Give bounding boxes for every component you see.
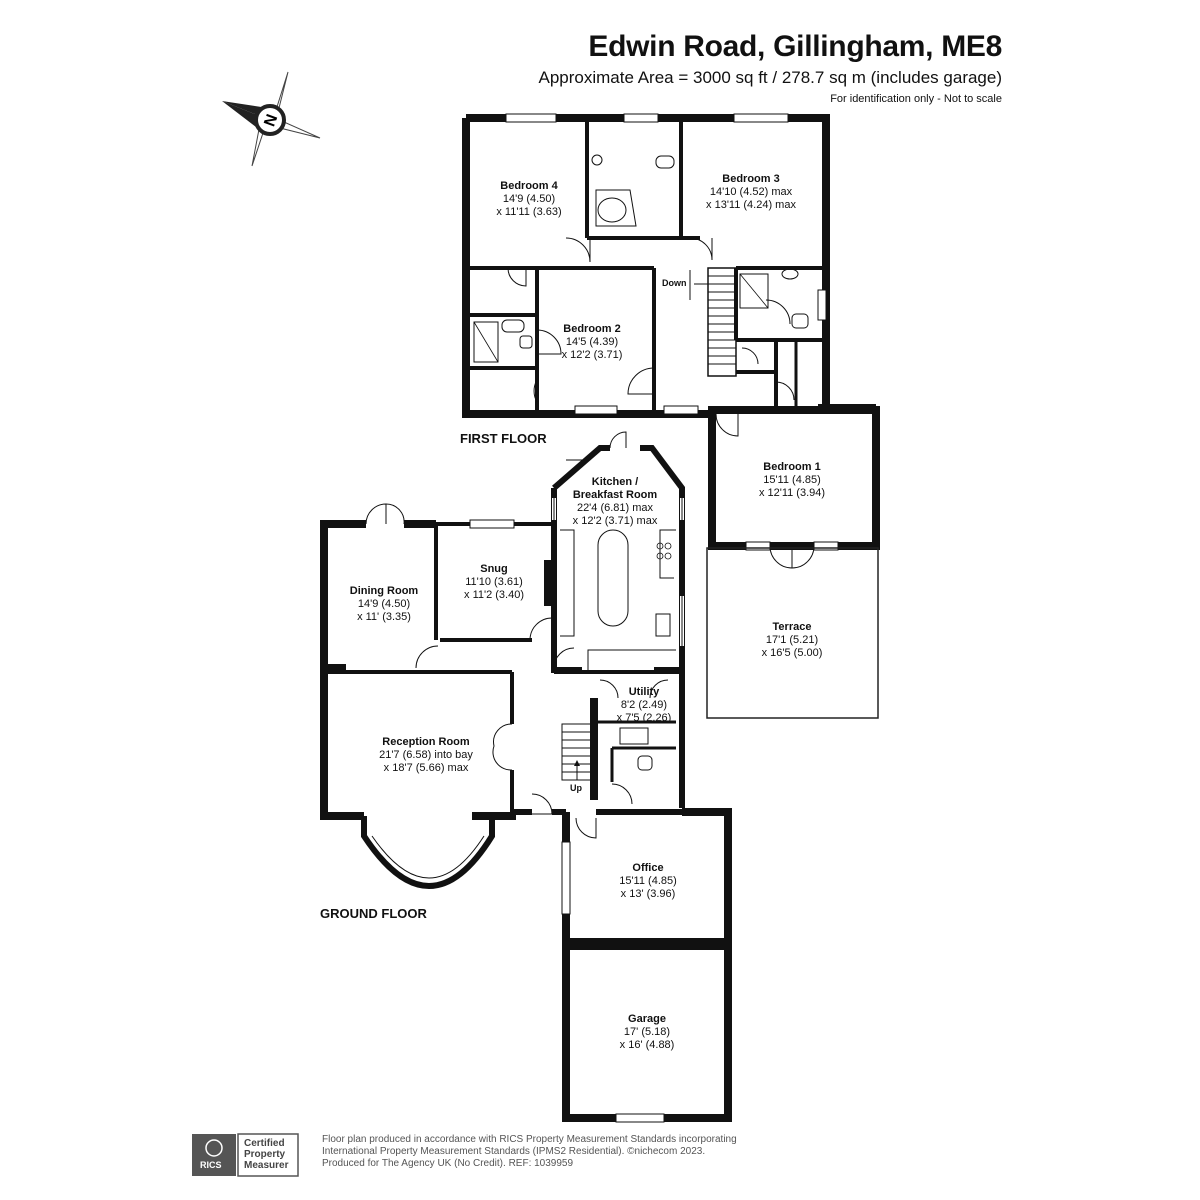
room-name: Terrace xyxy=(772,621,812,633)
room-dimension: 14'5 (4.39) xyxy=(565,336,619,348)
room-dimension: x 12'2 (3.71) max xyxy=(572,515,658,527)
room-dimension: x 16' (4.88) xyxy=(619,1039,675,1051)
room-reception: Reception Room 21'7 (6.58) into bay x 18… xyxy=(379,736,473,775)
room-name: Reception Room xyxy=(382,736,470,748)
room-name: Dining Room xyxy=(349,585,419,597)
room-name: Garage xyxy=(628,1013,666,1025)
room-dimension: x 16'5 (5.00) xyxy=(761,647,823,659)
room-dimension: x 11'11 (3.63) xyxy=(496,206,562,218)
room-dimension: 21'7 (6.58) into bay xyxy=(379,749,473,761)
rics-line: Measurer xyxy=(244,1160,289,1171)
room-kitchen-breakfast: Kitchen / Breakfast Room 22'4 (6.81) max… xyxy=(573,476,658,528)
ground-floor-plan xyxy=(320,431,732,1123)
room-dimension: 14'10 (4.52) max xyxy=(709,186,793,198)
rics-logo-text: RICS xyxy=(200,1160,222,1170)
room-dimension: x 7'5 (2.26) xyxy=(616,712,672,724)
room-name: Kitchen / xyxy=(591,476,639,488)
room-bedroom-1: Bedroom 1 15'11 (4.85) x 12'11 (3.94) xyxy=(759,461,825,500)
room-dimension: 11'10 (3.61) xyxy=(465,576,523,588)
room-name: Bedroom 2 xyxy=(563,323,621,335)
room-dimension: 14'9 (4.50) xyxy=(502,193,556,205)
stairs-down-label: Down xyxy=(662,278,687,288)
page-title: Edwin Road, Gillingham, ME8 xyxy=(588,30,1002,63)
room-name: Bedroom 3 xyxy=(722,173,780,185)
room-dining: Dining Room 14'9 (4.50) x 11' (3.35) xyxy=(350,585,418,624)
room-dimension: x 18'7 (5.66) max xyxy=(383,762,469,774)
room-dimension: 14'9 (4.50) xyxy=(357,598,411,610)
room-name: Bedroom 4 xyxy=(500,180,558,192)
rics-line: Property xyxy=(244,1149,286,1160)
footer-line: International Property Measurement Stand… xyxy=(322,1146,706,1157)
room-bedroom-3: Bedroom 3 14'10 (4.52) max x 13'11 (4.24… xyxy=(706,173,796,212)
room-dimension: x 13'11 (4.24) max xyxy=(706,199,796,211)
room-bedroom-2: Bedroom 2 14'5 (4.39) x 12'2 (3.71) xyxy=(562,323,623,362)
room-dimension: 15'11 (4.85) xyxy=(763,474,821,486)
compass-rose-icon: N xyxy=(222,71,321,167)
room-terrace: Terrace 17'1 (5.21) x 16'5 (5.00) xyxy=(762,621,823,660)
room-dimension: x 12'11 (3.94) xyxy=(758,487,826,499)
footer-line: Produced for The Agency UK (No Credit). … xyxy=(322,1158,574,1169)
room-dimension: 8'2 (2.49) xyxy=(620,699,668,711)
terrace-outline xyxy=(706,547,879,719)
room-dimension: x 11'2 (3.40) xyxy=(464,589,524,601)
room-utility: Utility 8'2 (2.49) x 7'5 (2.26) xyxy=(617,686,672,725)
room-dimension: 17'1 (5.21) xyxy=(765,634,819,646)
rics-certification: Certified Property Measurer xyxy=(244,1138,288,1171)
rics-logo-icon xyxy=(192,1134,236,1176)
room-dimension: x 12'2 (3.71) xyxy=(561,349,623,361)
footer-disclaimer: Floor plan produced in accordance with R… xyxy=(322,1134,737,1170)
room-name: Snug xyxy=(480,563,508,575)
stairs-up-label: Up xyxy=(570,783,582,793)
room-garage: Garage 17' (5.18) x 16' (4.88) xyxy=(620,1013,675,1052)
identification-note: For identification only - Not to scale xyxy=(830,93,1002,105)
room-office: Office 15'11 (4.85) x 13' (3.96) xyxy=(619,862,677,901)
room-dimension: x 11' (3.35) xyxy=(357,611,411,623)
room-name: Office xyxy=(632,862,664,874)
room-dimension: 15'11 (4.85) xyxy=(619,875,677,887)
footer-line: Floor plan produced in accordance with R… xyxy=(322,1134,737,1145)
ground-floor-label: GROUND FLOOR xyxy=(320,906,427,921)
room-dimension: 22'4 (6.81) max xyxy=(576,502,654,514)
room-dimension: x 13' (3.96) xyxy=(620,888,676,900)
compass-letter: N xyxy=(261,112,281,129)
rics-line: Certified xyxy=(244,1138,285,1149)
room-name-line-2: Breakfast Room xyxy=(572,489,658,501)
room-name: Bedroom 1 xyxy=(763,461,821,473)
first-floor-plan xyxy=(462,113,880,569)
approximate-area: Approximate Area = 3000 sq ft / 278.7 sq… xyxy=(538,68,1002,87)
room-name: Utility xyxy=(628,686,660,698)
room-bedroom-4: Bedroom 4 14'9 (4.50) x 11'11 (3.63) xyxy=(496,180,561,219)
room-snug: Snug 11'10 (3.61) x 11'2 (3.40) xyxy=(464,563,524,602)
room-dimension: 17' (5.18) xyxy=(623,1026,671,1038)
first-floor-label: FIRST FLOOR xyxy=(460,431,547,446)
